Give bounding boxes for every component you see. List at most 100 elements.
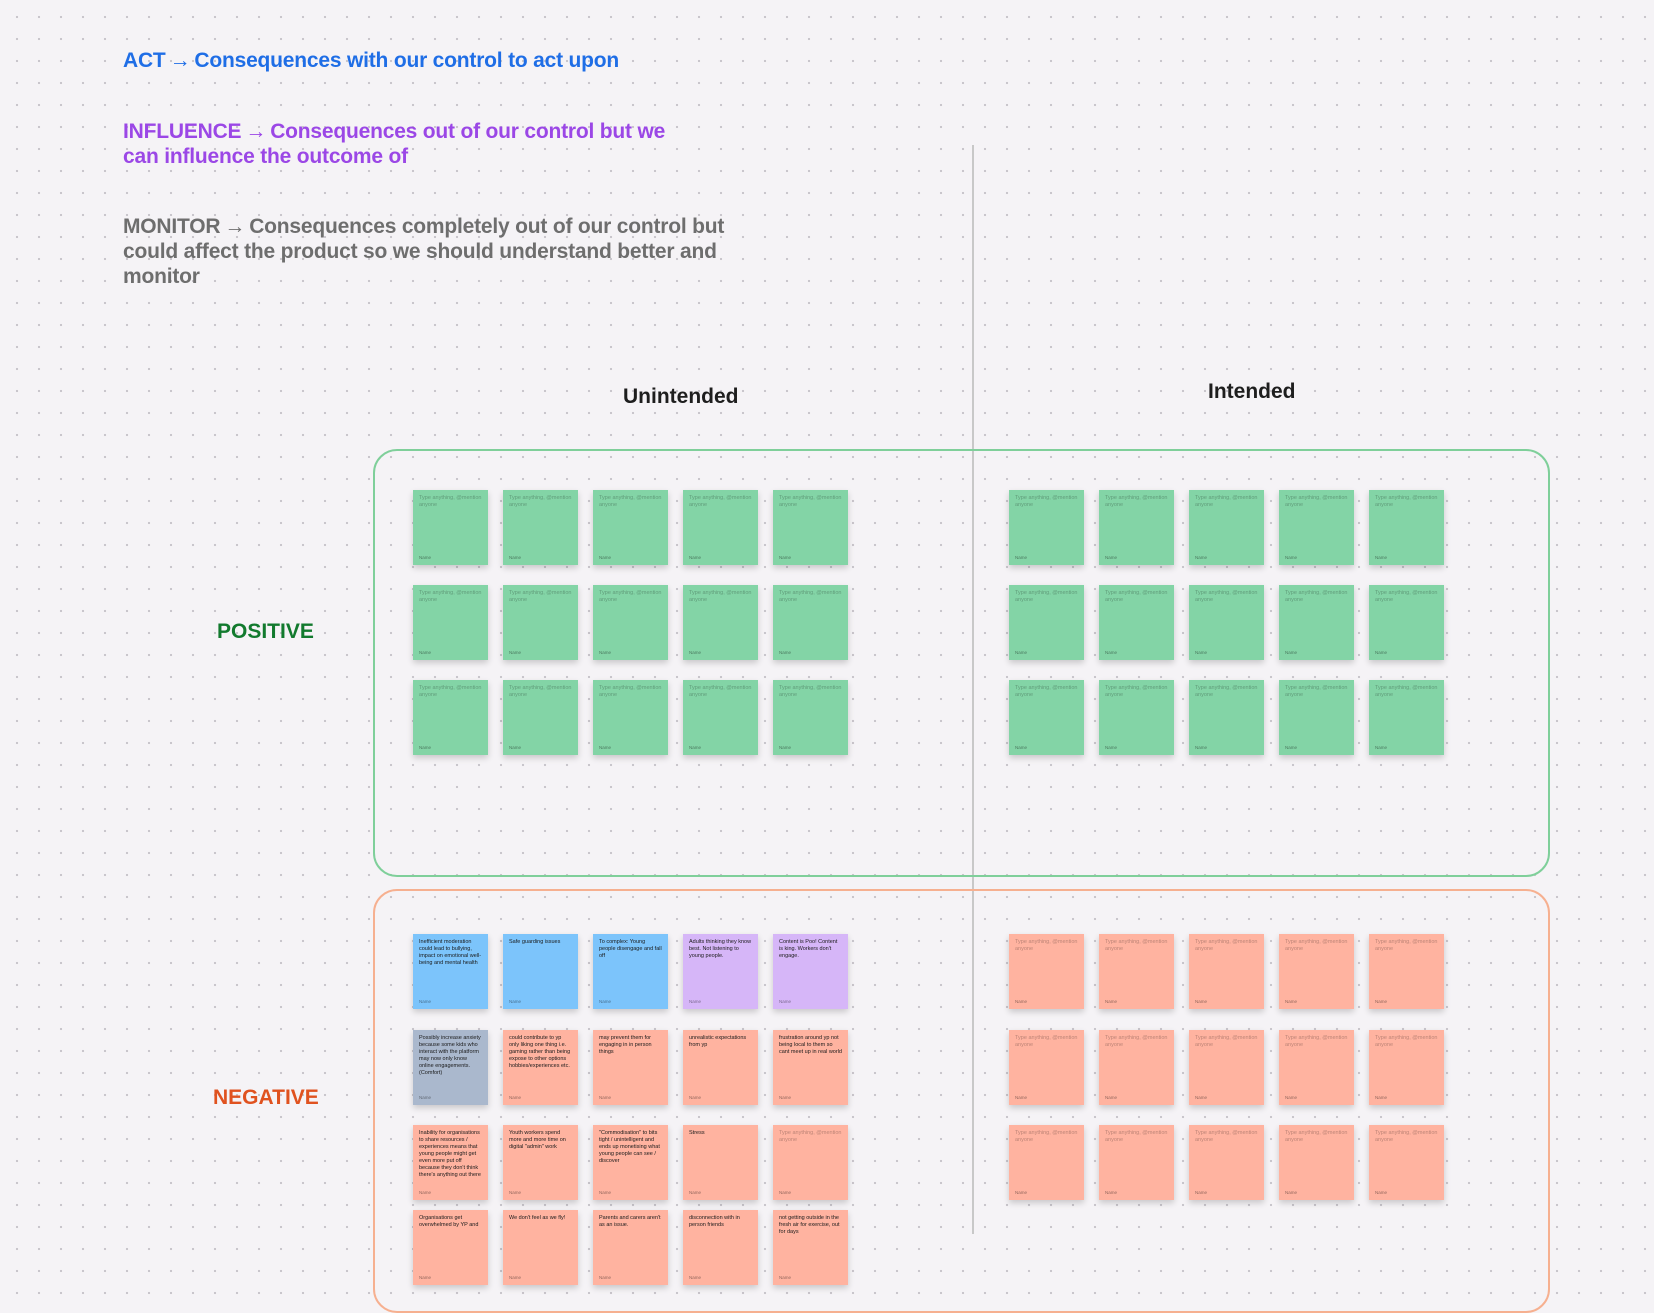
sticky-note-text: Type anything, @mention anyone: [1015, 495, 1078, 508]
sticky-note[interactable]: may prevent them for engaging in in pers…: [593, 1030, 668, 1105]
sticky-note[interactable]: Possibly increase anxiety because some k…: [413, 1030, 488, 1105]
sticky-note[interactable]: Adults thinking they know best. Not list…: [683, 934, 758, 1009]
sticky-note[interactable]: Content is Poo! Content is king. Workers…: [773, 934, 848, 1009]
sticky-note-author: Name: [689, 1095, 702, 1100]
sticky-note-text: Type anything, @mention anyone: [779, 1130, 842, 1143]
sticky-note-text: Stress: [689, 1130, 705, 1136]
sticky-note-text: could contribute to yp only liking one t…: [509, 1035, 571, 1069]
sticky-note-author: Name: [419, 650, 432, 655]
sticky-note[interactable]: not getting outside in the fresh air for…: [773, 1210, 848, 1285]
sticky-note-text: Organisations get overwhelmed by YP and: [419, 1215, 479, 1228]
sticky-note-text: not getting outside in the fresh air for…: [779, 1215, 840, 1235]
sticky-note-text: Type anything, @mention anyone: [1375, 1130, 1438, 1143]
sticky-note-text: Type anything, @mention anyone: [1105, 939, 1168, 952]
sticky-note-author: Name: [419, 1275, 432, 1280]
sticky-note-author: Name: [1195, 745, 1208, 750]
sticky-note-author: Name: [1105, 555, 1118, 560]
sticky-note-author: Name: [779, 1190, 792, 1195]
sticky-note-author: Name: [689, 999, 702, 1004]
sticky-note-text: Type anything, @mention anyone: [1105, 495, 1168, 508]
sticky-note[interactable]: Parents and carers aren't as an issue.Na…: [593, 1210, 668, 1285]
sticky-note-author: Name: [509, 1275, 522, 1280]
sticky-note-author: Name: [1105, 745, 1118, 750]
sticky-note-text: Type anything, @mention anyone: [1195, 1035, 1258, 1048]
sticky-note-text: Type anything, @mention anyone: [599, 495, 662, 508]
sticky-note[interactable]: frustration around yp not being local to…: [773, 1030, 848, 1105]
sticky-note-author: Name: [419, 555, 432, 560]
row-label-positive: POSITIVE: [217, 620, 314, 643]
sticky-note-text: Inability for organisations to share res…: [419, 1130, 481, 1178]
sticky-note-text: Type anything, @mention anyone: [419, 495, 482, 508]
positive-section: [373, 449, 1550, 877]
sticky-note[interactable]: Inability for organisations to share res…: [413, 1125, 488, 1200]
sticky-note[interactable]: Inefficient moderation could lead to bul…: [413, 934, 488, 1009]
sticky-note-author: Name: [599, 1190, 612, 1195]
sticky-note[interactable]: To complex: Young people disengage and f…: [593, 934, 668, 1009]
sticky-note[interactable]: could contribute to yp only liking one t…: [503, 1030, 578, 1105]
sticky-note-author: Name: [1195, 999, 1208, 1004]
sticky-note[interactable]: We don't feel as we fly!Name: [503, 1210, 578, 1285]
sticky-note-author: Name: [689, 1275, 702, 1280]
sticky-note[interactable]: "Commodisation" to bits tight / unintell…: [593, 1125, 668, 1200]
sticky-note-author: Name: [689, 1190, 702, 1195]
sticky-note-text: Adults thinking they know best. Not list…: [689, 939, 752, 959]
sticky-note-author: Name: [509, 745, 522, 750]
sticky-note-text: Type anything, @mention anyone: [689, 590, 752, 603]
sticky-note[interactable]: Youth workers spend more and more time o…: [503, 1125, 578, 1200]
sticky-note-author: Name: [1015, 555, 1028, 560]
sticky-note-text: Type anything, @mention anyone: [1105, 1130, 1168, 1143]
sticky-note-author: Name: [1285, 1190, 1298, 1195]
